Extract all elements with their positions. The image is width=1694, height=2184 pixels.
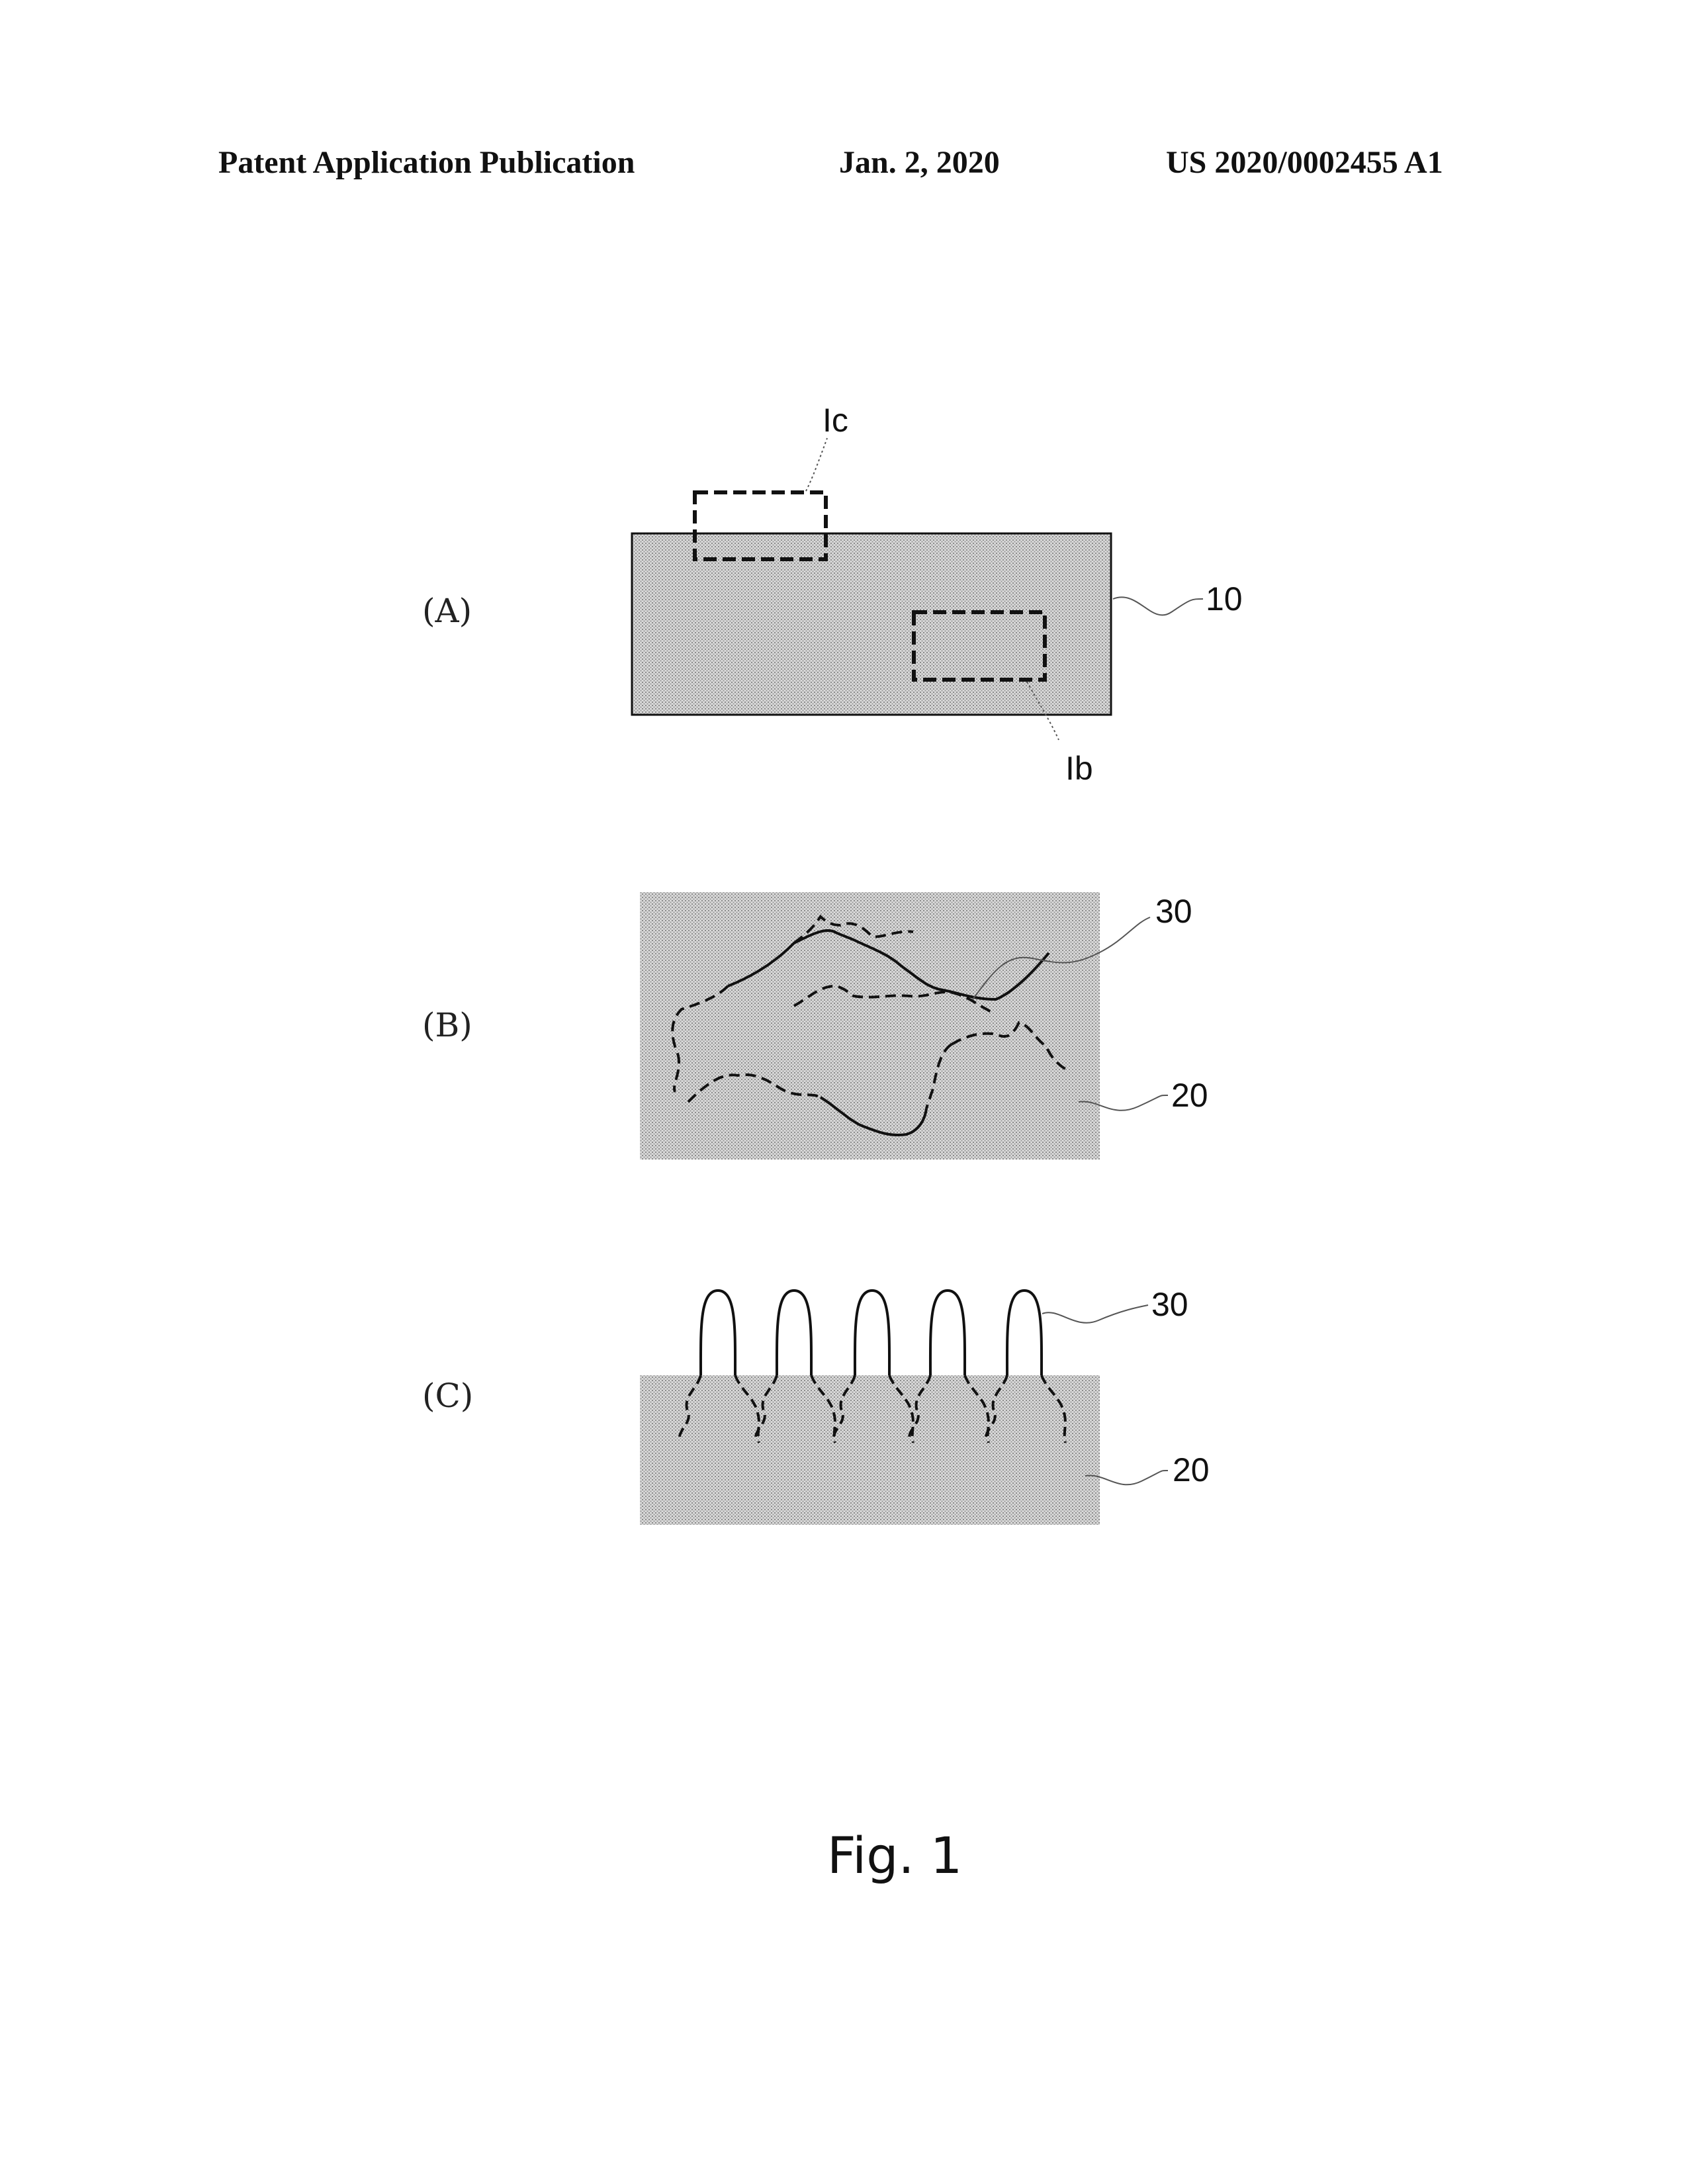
fiber-loop — [1005, 1289, 1044, 1376]
header-publication-label: Patent Application Publication — [218, 145, 635, 180]
matrix-20-top-view — [640, 892, 1100, 1160]
leader-30-c — [1042, 1304, 1149, 1324]
fiber-loop-embedded-left — [754, 1375, 778, 1440]
fiber-loop-embedded-right — [888, 1375, 914, 1443]
panel-c-label: (C) — [422, 1377, 473, 1415]
leader-ib — [1026, 681, 1059, 741]
leader-10 — [1112, 596, 1204, 616]
fiber-path-solid-lower — [819, 1096, 928, 1136]
ref-ic: Ic — [823, 402, 848, 439]
ref-30-b: 30 — [1155, 893, 1192, 930]
ref-30-c: 30 — [1151, 1286, 1188, 1323]
fiber-loop-embedded-left — [907, 1375, 932, 1440]
fiber-loop-embedded-right — [734, 1375, 760, 1443]
region-ib-box — [912, 610, 1047, 682]
fiber-loops — [678, 1289, 1067, 1443]
ref-20-b: 20 — [1171, 1077, 1208, 1114]
ref-10: 10 — [1206, 580, 1243, 617]
fiber-loop — [928, 1289, 967, 1376]
panel-b-label: (B) — [422, 1006, 472, 1044]
leader-20-c — [1085, 1469, 1169, 1486]
panel-a: (A) Ic Ib 10 — [422, 402, 1243, 787]
panel-a-label: (A) — [422, 592, 472, 630]
leader-20-b — [1078, 1094, 1169, 1111]
panel-c: (C) 30 20 — [422, 1286, 1210, 1525]
fiber-loop-embedded-left — [678, 1375, 702, 1440]
fiber-path-dashed-right — [950, 1021, 1069, 1072]
fiber-path-solid-upper — [727, 929, 1050, 1001]
fiber-loop — [853, 1289, 891, 1376]
fiber-loop — [775, 1289, 813, 1376]
header-patent-number: US 2020/0002455 A1 — [1166, 145, 1443, 180]
fiber-loop-embedded-left — [832, 1375, 856, 1440]
ref-20-c: 20 — [1173, 1451, 1210, 1488]
region-ic-box — [693, 490, 828, 561]
fiber-path-dashed-upper — [671, 985, 729, 1093]
leader-30-b — [972, 917, 1151, 1000]
ref-ib: Ib — [1065, 750, 1093, 787]
body-10 — [631, 532, 1112, 716]
fiber-path-dashed-middle — [793, 984, 993, 1014]
leader-ic — [805, 437, 828, 492]
fiber-loop-embedded-right — [1040, 1375, 1067, 1443]
matrix-20-cross-section — [640, 1375, 1100, 1525]
panel-b: (B) 30 20 — [422, 892, 1208, 1160]
figure-caption: Fig. 1 — [827, 1826, 962, 1885]
fiber-path-dashed-top — [793, 914, 914, 944]
fiber-loop — [699, 1289, 737, 1376]
fiber-loop-embedded-left — [984, 1375, 1008, 1440]
header-date: Jan. 2, 2020 — [839, 145, 1000, 180]
